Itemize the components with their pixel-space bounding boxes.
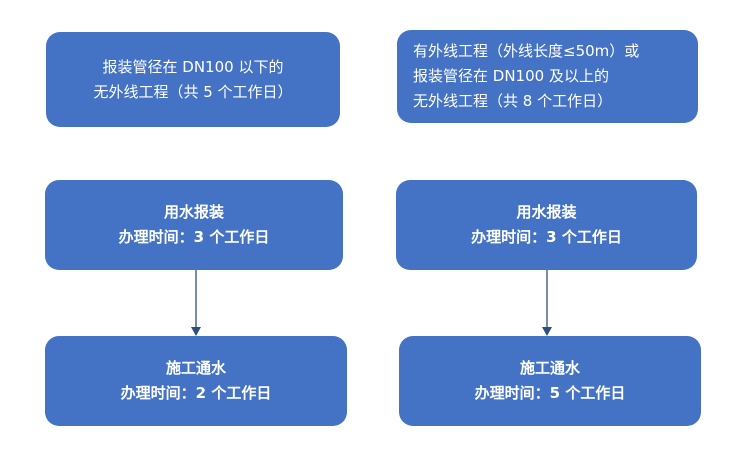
right-apply-box: 用水报装 办理时间：3 个工作日 xyxy=(396,180,697,270)
left-apply-title: 用水报装 xyxy=(163,203,224,221)
right-build-title: 施工通水 xyxy=(519,359,580,377)
left-arrow xyxy=(191,270,201,336)
right-condition-line-1: 有外线工程（外线长度≤50m）或 xyxy=(413,42,640,60)
right-apply-time: 办理时间：3 个工作日 xyxy=(471,228,622,246)
left-build-title: 施工通水 xyxy=(165,359,226,377)
left-apply-box: 用水报装 办理时间：3 个工作日 xyxy=(45,180,343,270)
right-condition-box: 有外线工程（外线长度≤50m）或 报装管径在 DN100 及以上的 无外线工程（… xyxy=(397,30,698,123)
right-build-box: 施工通水 办理时间：5 个工作日 xyxy=(399,336,701,426)
right-condition-line-3: 无外线工程（共 8 个工作日） xyxy=(413,92,613,110)
right-apply-title: 用水报装 xyxy=(516,203,577,221)
left-condition-box: 报装管径在 DN100 以下的 无外线工程（共 5 个工作日） xyxy=(46,32,340,127)
right-build-time: 办理时间：5 个工作日 xyxy=(474,384,626,402)
left-build-box: 施工通水 办理时间：2 个工作日 xyxy=(45,336,347,426)
right-arrow xyxy=(542,270,552,336)
left-build-time: 办理时间：2 个工作日 xyxy=(120,384,272,402)
left-condition-line-1: 报装管径在 DN100 以下的 xyxy=(102,57,284,76)
right-condition-line-2: 报装管径在 DN100 及以上的 xyxy=(413,67,609,85)
left-condition-line-2: 无外线工程（共 5 个工作日） xyxy=(93,82,293,101)
left-apply-time: 办理时间：3 个工作日 xyxy=(118,228,270,246)
